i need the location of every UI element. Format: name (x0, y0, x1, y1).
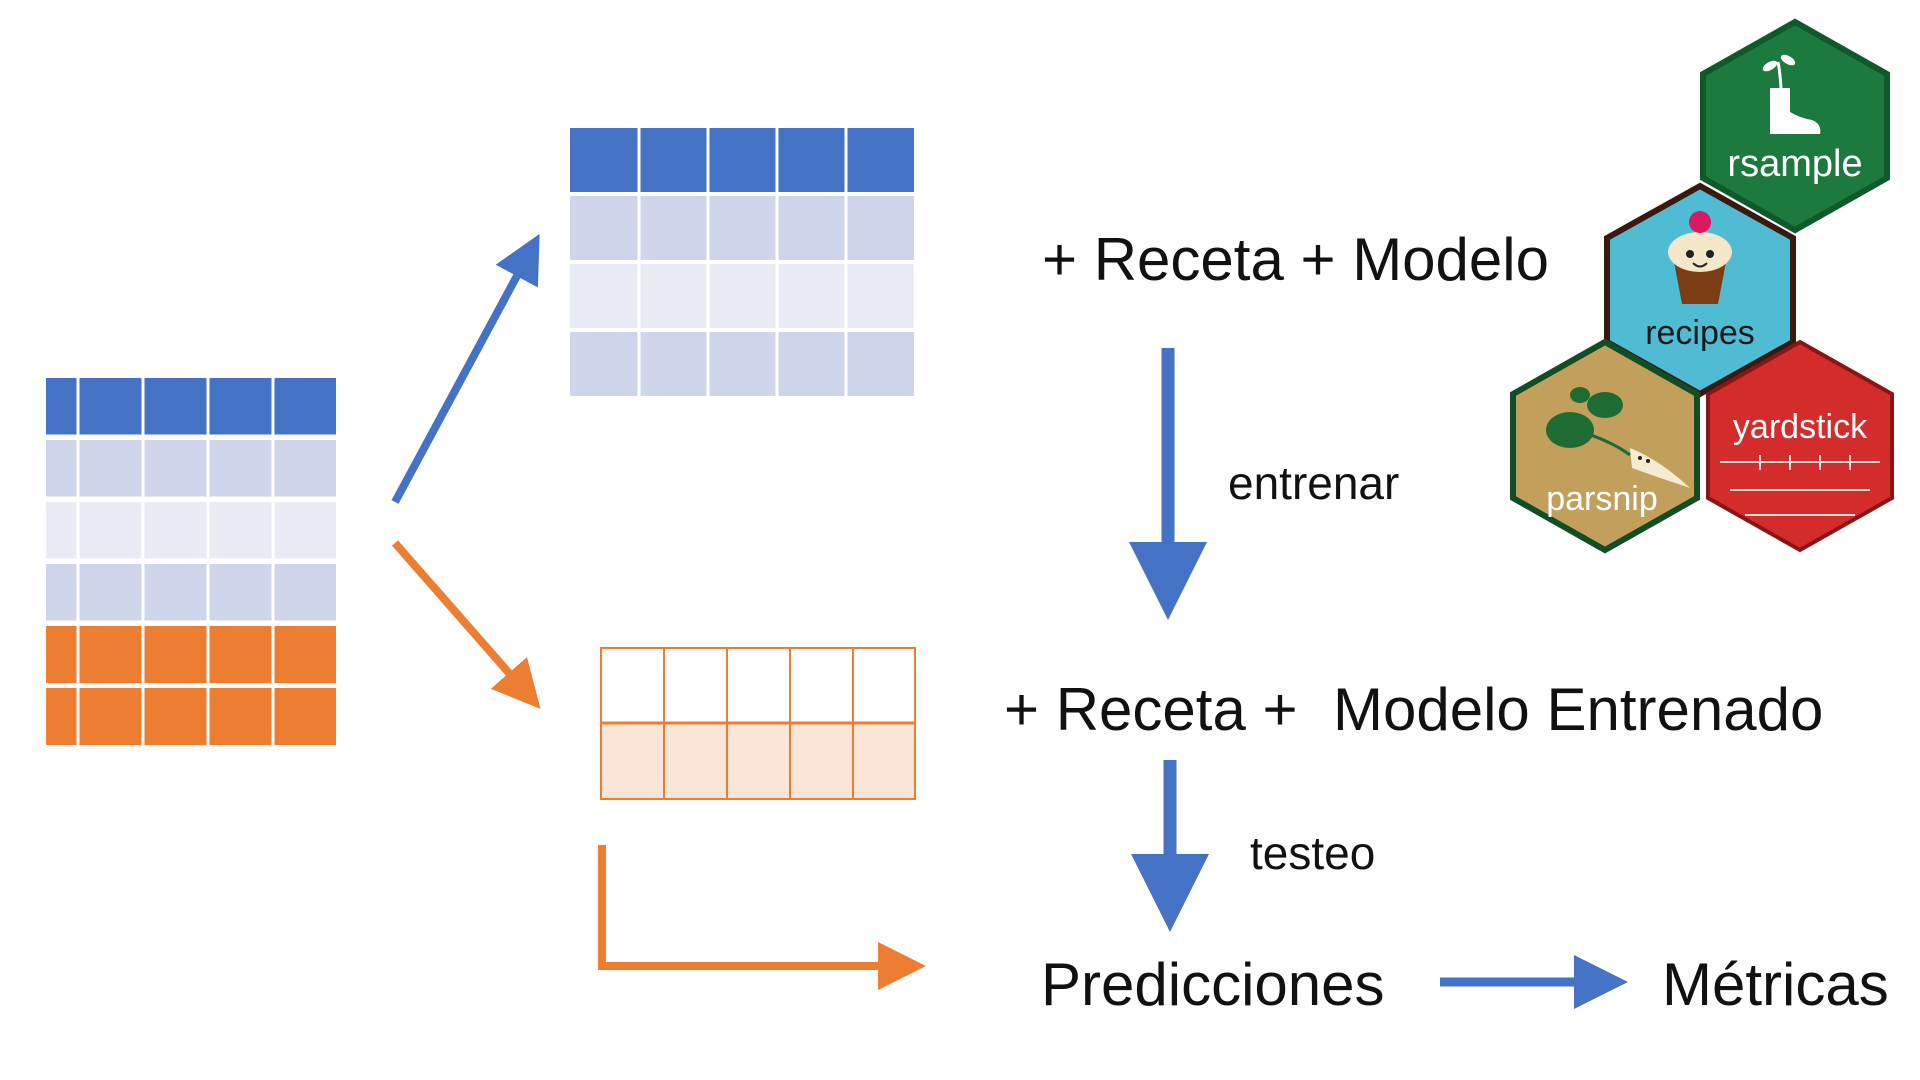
parsnip-label: parsnip (1546, 480, 1658, 518)
parsnip-hex-logo: parsnip (1510, 338, 1700, 554)
cupcake-icon (1668, 211, 1732, 304)
split-test-arrow (391, 540, 541, 710)
test-step-label: testeo (1250, 827, 1376, 879)
train-recipe-model-label: + Receta + Modelo (1042, 226, 1549, 293)
rsample-hex-logo: rsample (1700, 18, 1890, 234)
rsample-label: rsample (1727, 143, 1862, 185)
recipes-label: recipes (1645, 314, 1755, 352)
recipes-hex-logo: recipes (1604, 182, 1796, 398)
yardstick-label: yardstick (1733, 408, 1868, 446)
parsnip-icon (1546, 387, 1690, 488)
metrics-label: Métricas (1662, 951, 1889, 1018)
test-to-predictions-arrow (598, 845, 926, 990)
test-recipe-label: + Receta + (1004, 676, 1298, 743)
trained-model-label: Modelo Entrenado (1333, 676, 1824, 743)
predictions-label: Predicciones (1041, 951, 1385, 1018)
train-step-label: entrenar (1228, 457, 1400, 509)
measuring-tape-icon (1720, 455, 1880, 516)
yardstick-hex-logo: yardstick (1706, 339, 1894, 553)
testing-table (600, 647, 916, 800)
boot-sprout-icon (1762, 54, 1821, 134)
split-train-arrow (391, 233, 540, 504)
full-dataset-table (46, 378, 336, 745)
training-table (570, 128, 914, 396)
